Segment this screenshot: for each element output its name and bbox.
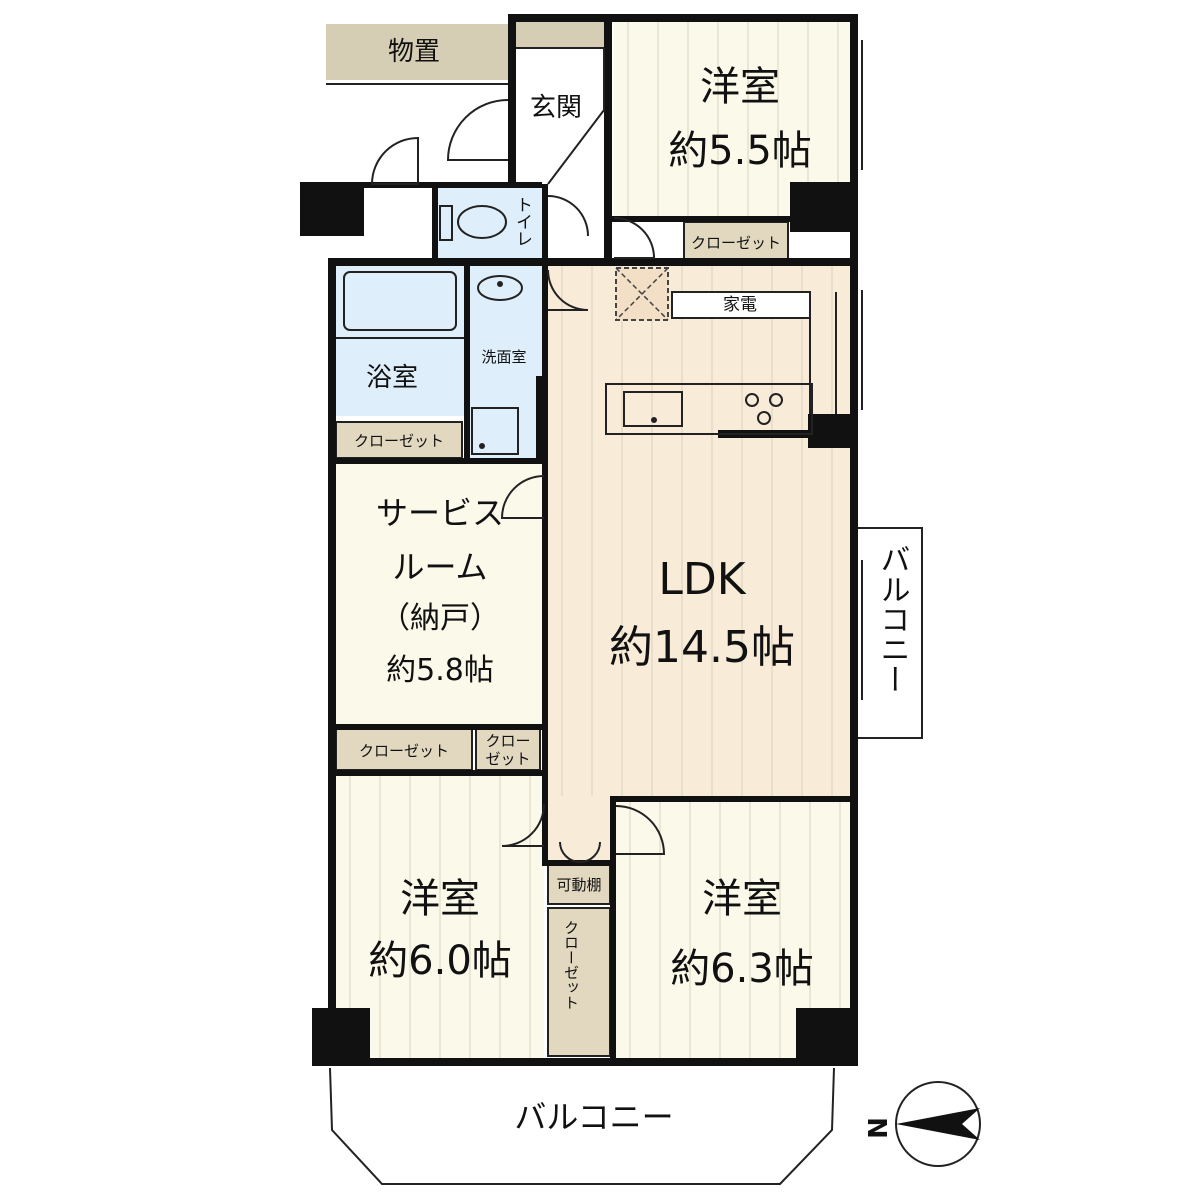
western-room-3-name: 洋室 xyxy=(702,876,782,922)
balcony-side-label: バルコニー xyxy=(875,544,910,694)
ldk-name: LDK xyxy=(658,554,746,605)
outdoor-storage-label: 物置 xyxy=(388,37,440,67)
appliance-box xyxy=(671,291,811,319)
western-room-2-name: 洋室 xyxy=(400,876,480,922)
entrance-label: 玄関 xyxy=(530,93,582,123)
closet-bath-label: クローゼット xyxy=(354,432,444,450)
toilet-label: トイレ xyxy=(512,196,532,247)
service-room-floor xyxy=(336,462,544,724)
toilet-floor xyxy=(438,188,544,258)
bath-floor xyxy=(336,266,464,416)
compass-north-label: N xyxy=(861,1117,891,1139)
closet-vertical-box xyxy=(547,907,611,1057)
compass: N xyxy=(861,1081,981,1167)
floor-stripes xyxy=(349,22,841,1058)
compass-needle-icon xyxy=(896,1108,980,1140)
thin-outlines xyxy=(326,40,923,1185)
service-room-size: 約5.8帖 xyxy=(386,653,494,688)
ldk-size: 約14.5帖 xyxy=(609,622,795,673)
doors xyxy=(370,99,666,863)
closet-mid-b-box xyxy=(475,727,541,771)
walls xyxy=(300,14,858,1066)
entrance-top-strip xyxy=(512,20,610,48)
closet-1-box xyxy=(683,221,789,261)
western-room-2-size: 約6.0帖 xyxy=(368,938,512,984)
service-room-line2: ルーム xyxy=(392,548,487,586)
service-room-line3: （納戸） xyxy=(380,601,500,636)
movable-shelf-box xyxy=(547,863,611,905)
bath-label: 浴室 xyxy=(366,363,418,393)
closet-vertical-label: クローゼット xyxy=(562,920,580,1010)
western-room-1-name: 洋室 xyxy=(700,64,780,110)
labels: 物置 玄関 トイレ 洋室 約5.5帖 クローゼット 家電 浴室 洗面室 クローゼ… xyxy=(354,37,910,1136)
washroom-floor xyxy=(466,266,542,460)
closet-mid-b-label-2: ゼット xyxy=(485,750,530,768)
movable-shelf-label: 可動棚 xyxy=(556,876,601,894)
outdoor-storage-box xyxy=(326,24,508,80)
appliance-label: 家電 xyxy=(723,295,757,315)
balcony-bottom-label: バルコニー xyxy=(514,1098,673,1136)
western-room-3-size: 約6.3帖 xyxy=(670,946,814,992)
closet-1-label: クローゼット xyxy=(691,234,781,252)
closet-mid-a-label: クローゼット xyxy=(359,742,449,760)
washroom-label: 洗面室 xyxy=(481,348,526,366)
closet-mid-b-label-1: クロー xyxy=(485,732,530,750)
western-room-1-size: 約5.5帖 xyxy=(668,128,812,174)
service-room-line1: サービス xyxy=(376,494,504,532)
